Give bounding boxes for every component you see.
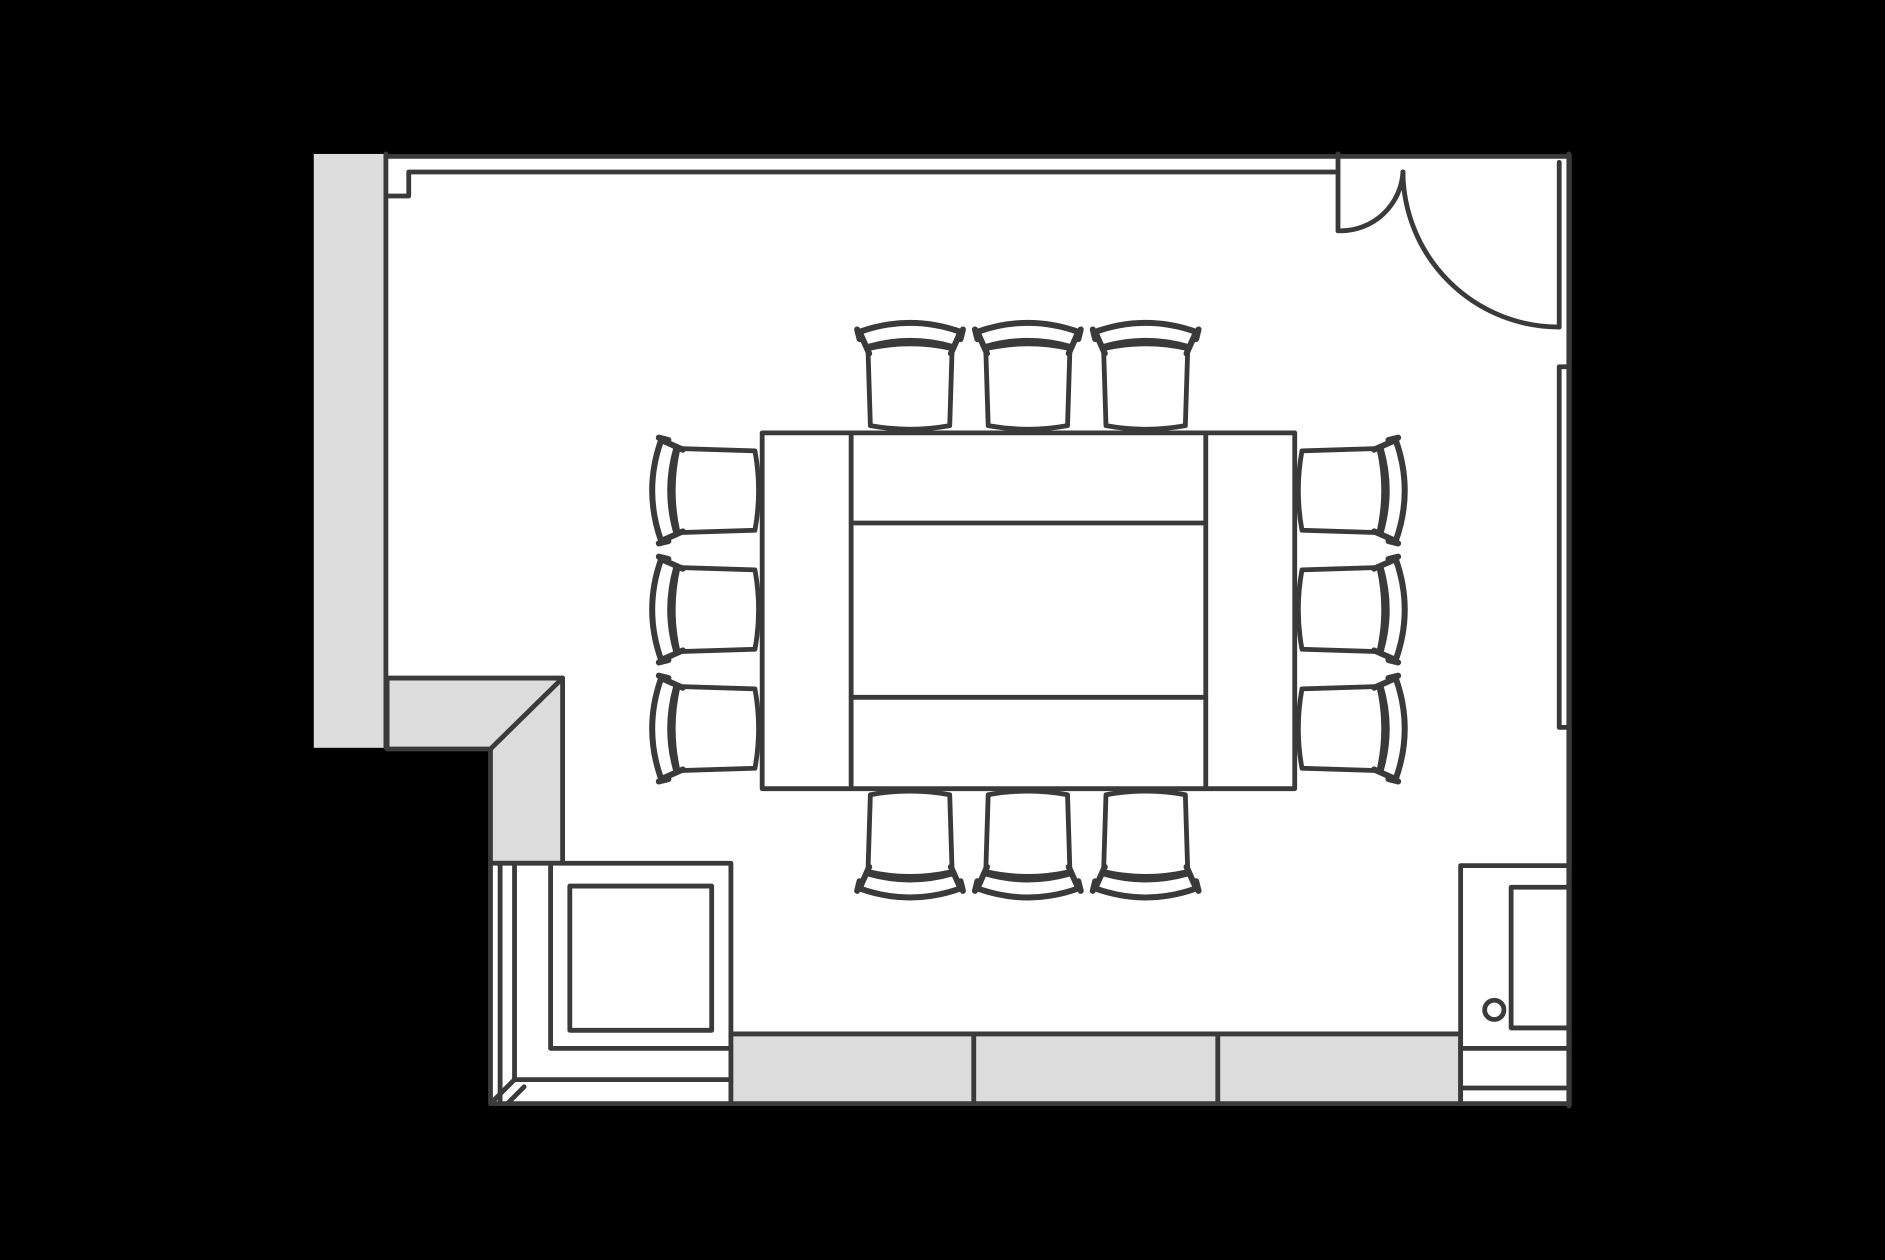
left-wall <box>313 153 386 748</box>
bottom-right-cabinet <box>1458 863 1572 1107</box>
corner-wall-diagonal <box>488 675 566 752</box>
chair-right-1 <box>1295 434 1408 547</box>
chair-bottom-3 <box>1089 788 1202 901</box>
bottom-left-cabinet <box>488 860 734 1107</box>
chair-bottom-2 <box>971 788 1084 901</box>
door <box>1338 159 1562 330</box>
bottom-counter <box>728 1031 1464 1107</box>
chair-left-1 <box>649 434 761 547</box>
chair-right-3 <box>1295 672 1408 785</box>
cabinet-knob-icon <box>1482 997 1507 1022</box>
chair-top-2 <box>971 319 1084 432</box>
chair-left-3 <box>649 672 761 785</box>
conference-table <box>759 430 1298 792</box>
chair-left-2 <box>649 553 761 666</box>
chair-right-2 <box>1295 553 1408 666</box>
chair-top-1 <box>854 319 966 432</box>
chairs <box>649 319 1408 901</box>
chair-bottom-1 <box>854 788 966 901</box>
chair-top-3 <box>1089 319 1202 432</box>
right-window <box>1556 364 1572 730</box>
top-wall <box>384 151 1572 234</box>
